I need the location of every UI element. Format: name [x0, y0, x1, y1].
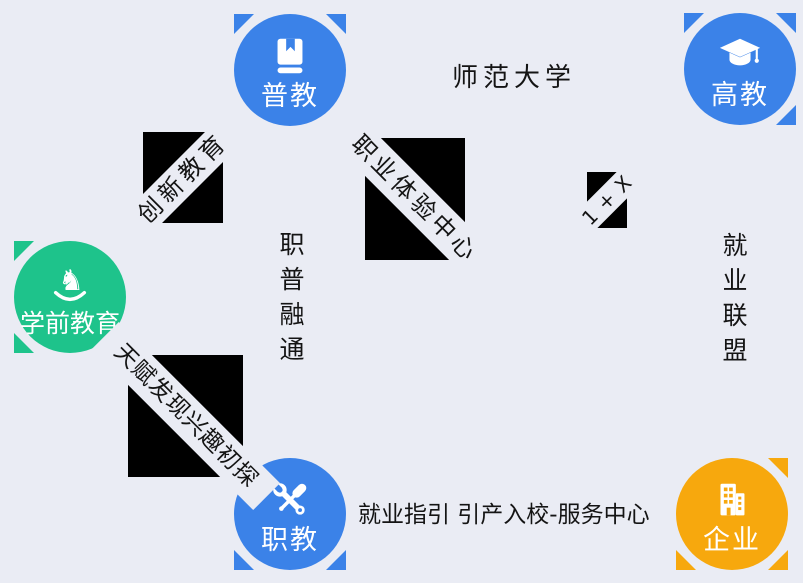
edge-label: 职业体验中心 [328, 112, 502, 286]
graduation-cap-icon [719, 38, 761, 65]
node-circle: 高教 [684, 13, 796, 125]
edge-innovation-education: 创新教育 [109, 103, 257, 252]
edge-label: 创新教育 [109, 103, 257, 252]
node-circle: 企业 [676, 458, 788, 570]
node-label: 普教 [261, 80, 319, 112]
node-higher-education: 高教 [684, 13, 796, 125]
node-label: 企业 [703, 524, 761, 556]
edge-vocational-experience-center: 职业体验中心 [328, 112, 502, 286]
node-label: 高教 [711, 79, 769, 111]
edge-label: 天赋发现兴趣初探 [91, 321, 280, 511]
label-employment-guidance-service-center: 就业指引 引产入校-服务中心 [358, 502, 650, 528]
label-employment-alliance: 就业联盟 [719, 232, 748, 372]
node-general-education: 普教 [234, 14, 346, 126]
edge-label: 1 + X [565, 158, 649, 242]
label-vocational-general-integration: 职普融通 [276, 231, 305, 371]
book-icon [277, 38, 303, 73]
building-icon [720, 483, 745, 515]
label-normal-university: 师范大学 [452, 63, 577, 93]
node-label: 学前教育 [19, 308, 120, 338]
node-enterprise: 企业 [676, 458, 788, 570]
edge-1-plus-x: 1 + X [565, 158, 649, 242]
node-label: 职教 [261, 524, 319, 556]
rocking-horse-icon: ♞ [53, 262, 87, 301]
edge-talent-discovery: 天赋发现兴趣初探 [91, 321, 280, 511]
node-circle: 普教 [234, 14, 346, 126]
svg-text:♞: ♞ [58, 262, 84, 296]
